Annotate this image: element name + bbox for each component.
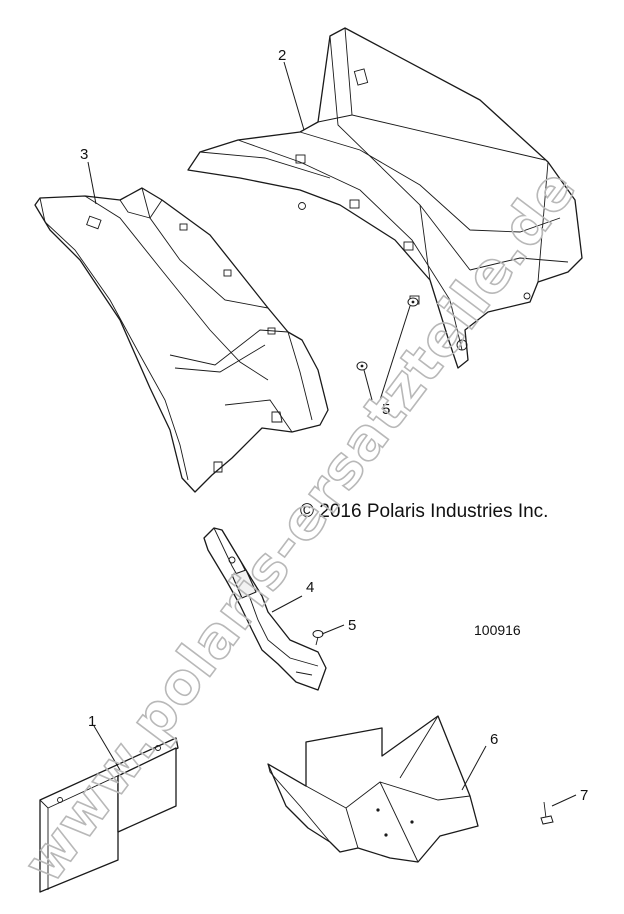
callout-3: 3 (80, 146, 88, 163)
rear-flap-bracket (39, 737, 179, 893)
push-rivet (356, 361, 368, 371)
push-rivet (312, 630, 324, 646)
push-rivet (407, 297, 419, 307)
callout-5-upper: 5 (382, 401, 390, 418)
leader-lines (87, 61, 577, 807)
callout-4: 4 (306, 579, 314, 596)
side-fender-panel (34, 187, 329, 493)
callout-5-lower: 5 (348, 617, 356, 634)
callout-6: 6 (490, 731, 498, 748)
callout-1: 1 (88, 713, 96, 730)
drawing-number: 100916 (474, 622, 521, 638)
callout-7: 7 (580, 787, 588, 804)
screw (540, 801, 554, 825)
floor-tray (267, 715, 479, 863)
rear-fender-panel (187, 27, 583, 369)
callout-2: 2 (278, 47, 286, 64)
mount-bracket (203, 527, 327, 691)
copyright-notice: © 2016 Polaris Industries Inc. (300, 501, 548, 522)
